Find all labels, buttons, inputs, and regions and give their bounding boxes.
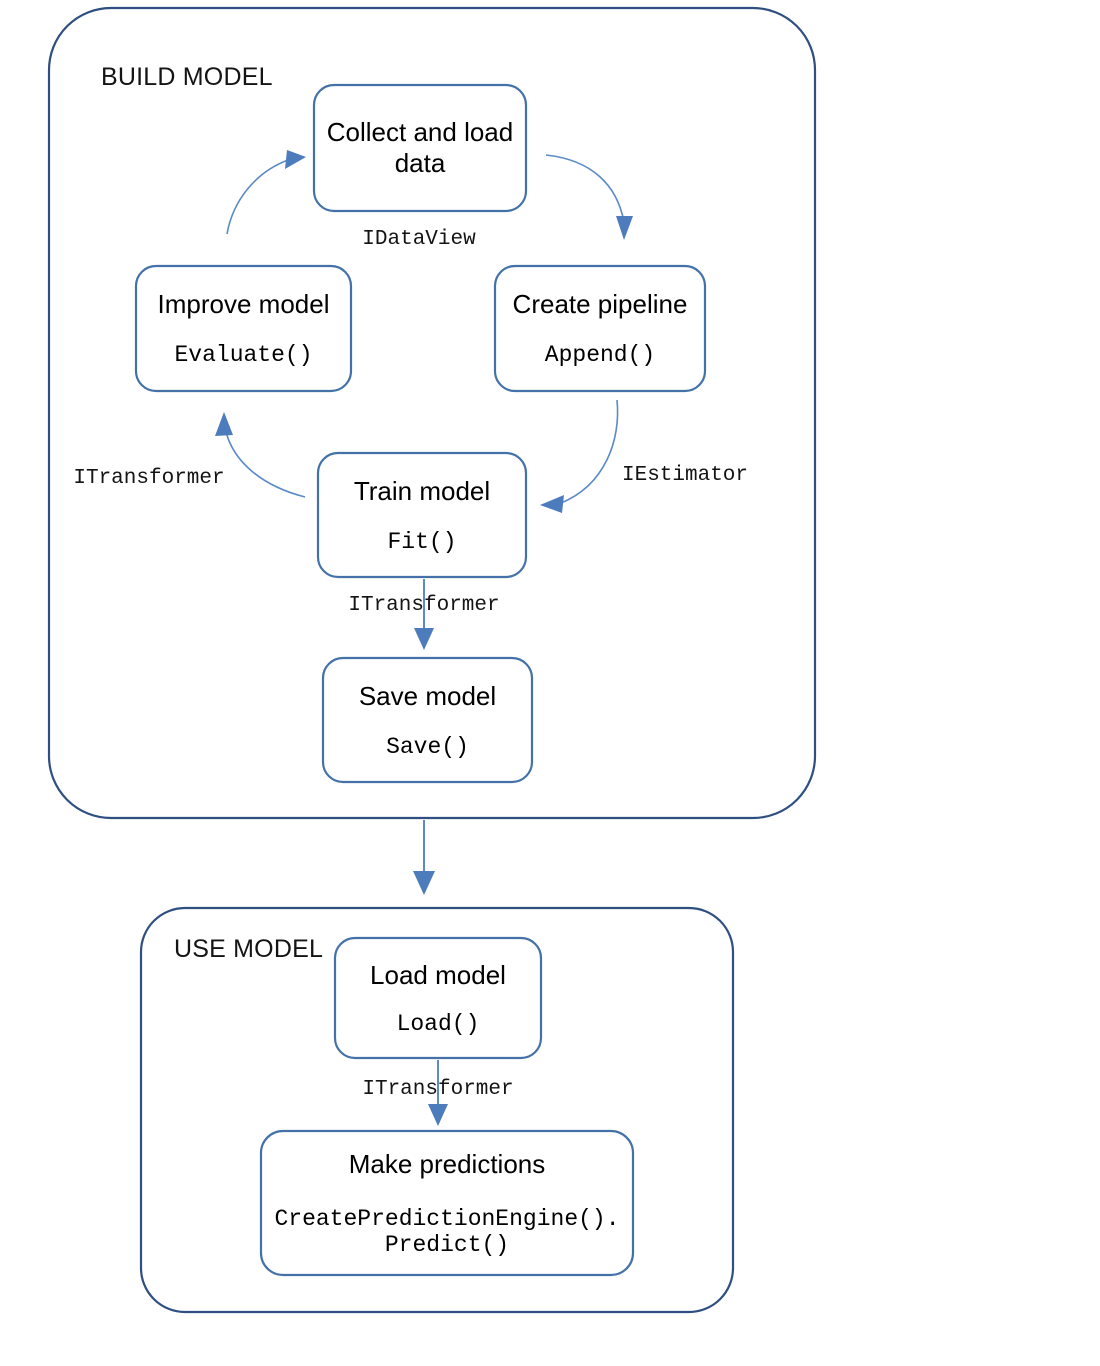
edge-train-to-improve [225, 431, 306, 498]
arrow-head-load-to-predictions [428, 1104, 448, 1126]
group-frame-use-model [139, 906, 735, 1314]
arrow-head-train-to-improve [215, 412, 233, 436]
edge-improve-to-collect [226, 159, 289, 235]
node-box-train-model[interactable] [316, 451, 528, 579]
node-box-improve-model[interactable] [134, 264, 353, 393]
node-box-create-pipeline[interactable] [493, 264, 707, 393]
arrow-head-build-to-use [413, 871, 435, 895]
edge-label-iestimator: IEstimator [621, 464, 749, 487]
edge-pipeline-to-train [560, 399, 619, 504]
arrow-head-collect-to-pipeline [616, 216, 633, 240]
group-title-build-model: BUILD MODEL [101, 63, 273, 91]
group-frame-build-model [47, 6, 817, 820]
edge-label-itransformer-predict: ITransformer [362, 1078, 514, 1101]
arrow-head-improve-to-collect [285, 150, 306, 169]
node-box-save-model[interactable] [321, 656, 534, 784]
arrow-head-pipeline-to-train [540, 495, 564, 513]
node-box-load-model[interactable] [333, 936, 543, 1060]
edge-collect-to-pipeline [545, 154, 625, 223]
arrow-head-train-to-save [414, 628, 434, 650]
edge-label-itransformer-improve: ITransformer [73, 467, 225, 490]
edge-label-itransformer-save: ITransformer [348, 594, 500, 617]
group-title-use-model: USE MODEL [174, 935, 324, 963]
edge-label-idataview: IDataView [362, 228, 476, 251]
node-box-collect-and-load-data[interactable] [312, 83, 528, 213]
node-box-make-predictions[interactable] [259, 1129, 635, 1277]
